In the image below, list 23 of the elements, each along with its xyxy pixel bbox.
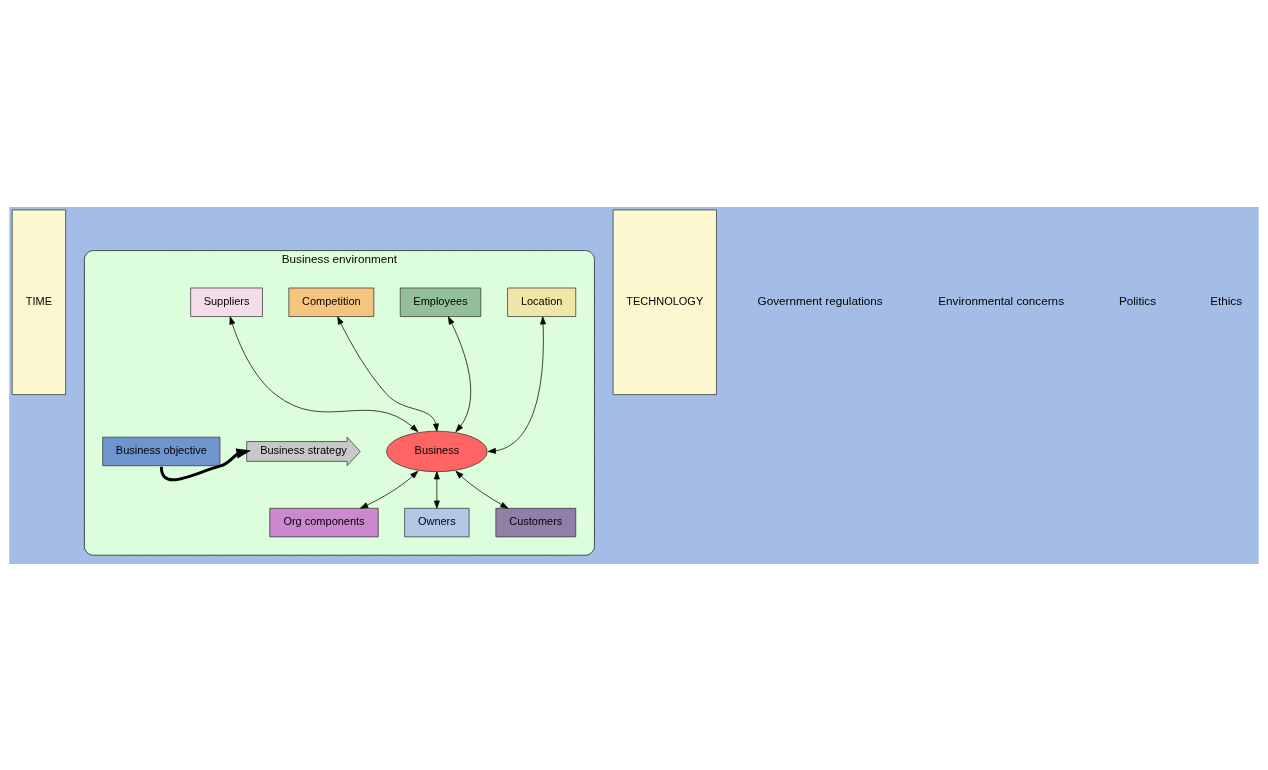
- node-box: Business objective: [102, 436, 221, 466]
- node-box: Owners: [404, 507, 470, 537]
- node-box: Suppliers: [190, 287, 263, 317]
- arrow: [487, 315, 546, 454]
- label: Government regulations: [757, 293, 883, 307]
- arrow: [229, 315, 419, 432]
- arrow: [159, 447, 252, 481]
- node-box: Customers: [495, 507, 577, 537]
- label: Politics: [1118, 293, 1157, 307]
- node-box: TECHNOLOGY: [612, 209, 717, 395]
- arrow: [433, 470, 440, 509]
- arrow: [447, 315, 472, 432]
- node-box: Employees: [399, 287, 482, 317]
- node-box: TIME: [11, 209, 67, 395]
- label: Ethics: [1210, 293, 1243, 307]
- arrow: [455, 470, 509, 509]
- node-box: Location: [507, 287, 577, 317]
- arrow: [360, 470, 419, 509]
- node-ellipse: Business: [386, 430, 488, 472]
- label: Environmental concerns: [938, 293, 1065, 307]
- node-box: Org components: [269, 507, 379, 537]
- arrow: [337, 315, 439, 432]
- node-box: Competition: [288, 287, 375, 317]
